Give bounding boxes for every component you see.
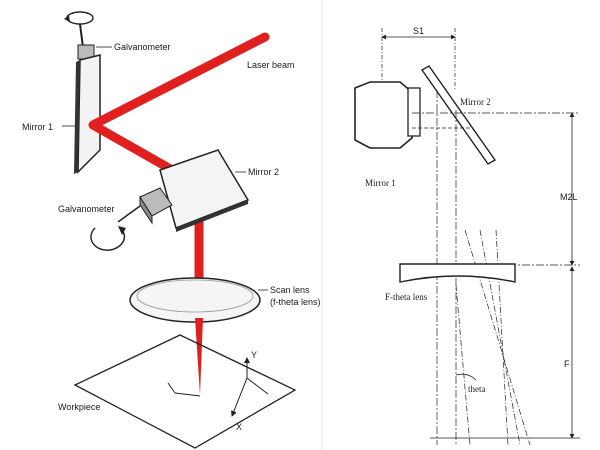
label-laser-beam: Laser beam xyxy=(247,60,295,70)
rotation-arrow-icon xyxy=(66,11,94,25)
label-ftheta-lens: F-theta lens xyxy=(385,292,428,302)
galvanometer-top xyxy=(64,11,95,60)
laser-beam-focus xyxy=(195,318,203,395)
label-axis-y: Y xyxy=(251,350,257,360)
scan-lens-body xyxy=(129,277,261,323)
label-galvanometer-top: Galvanometer xyxy=(114,42,171,52)
fan-line-1 xyxy=(464,229,531,446)
theta-arc xyxy=(455,373,477,381)
label-theta: theta xyxy=(468,384,486,394)
label-right-mirror2: Mirror 2 xyxy=(460,97,491,107)
left-diagram: Galvanometer Laser beam Mirror 1 Mirror … xyxy=(22,11,321,449)
label-axis-x: X xyxy=(236,422,242,432)
axis-x-line xyxy=(231,377,248,417)
label-m2l: M2L xyxy=(560,192,578,202)
label-scan-lens-2: (f-theta lens) xyxy=(270,297,321,307)
right-ftheta-lens xyxy=(399,263,516,283)
laser-beam-incoming xyxy=(88,32,270,130)
mirror1-edge xyxy=(74,60,80,174)
label-f: F xyxy=(564,359,570,369)
right-diagram: S1 Mirror 2 Mirror 1 M2L F-theta lens F xyxy=(354,26,580,446)
rotation-arrowhead-icon xyxy=(64,15,70,22)
galvo-bottom-shaft xyxy=(117,205,141,223)
scan-lens-inner xyxy=(136,279,254,313)
label-scan-lens-1: Scan lens xyxy=(270,285,310,295)
workpiece-mark xyxy=(174,392,201,397)
fan-line-4 xyxy=(455,284,471,446)
rotation-arrow-bottom-icon xyxy=(90,227,126,251)
axis-diag-line xyxy=(246,377,269,395)
galvo-bottom-face xyxy=(139,195,153,225)
right-mirror2-plate xyxy=(420,65,497,165)
label-mirror1: Mirror 1 xyxy=(22,122,53,132)
workpiece-mark-b xyxy=(167,382,176,394)
scan-lens xyxy=(129,277,261,323)
label-workpiece: Workpiece xyxy=(58,402,100,412)
label-right-mirror1: Mirror 1 xyxy=(365,178,396,188)
right-mirror1-body xyxy=(354,81,413,149)
label-s1: S1 xyxy=(413,26,424,36)
fan-line-2 xyxy=(479,229,521,446)
right-mirror1-shaft xyxy=(407,87,421,137)
rotation-arrowhead-bottom-icon xyxy=(118,226,126,235)
mirror2-edge xyxy=(176,200,248,232)
workpiece-plane xyxy=(73,334,297,449)
mirror2-shape xyxy=(159,149,250,229)
label-galvanometer-bottom: Galvanometer xyxy=(58,204,115,214)
mirror1-shape xyxy=(77,54,101,174)
galvanometer-bottom xyxy=(90,187,173,251)
label-mirror2: Mirror 2 xyxy=(248,167,279,177)
